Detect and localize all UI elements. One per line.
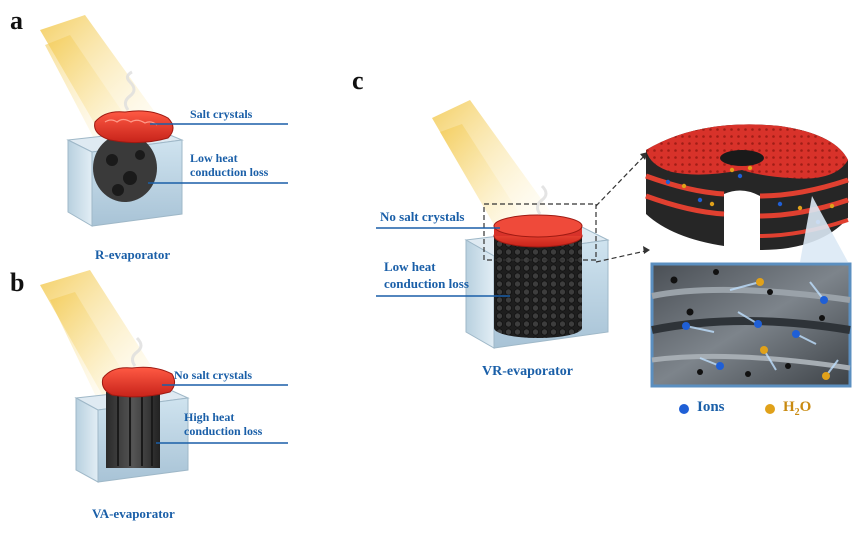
water-legend-dot — [765, 404, 775, 414]
salt-crystals-label: Salt crystals — [190, 107, 253, 121]
salt-crystals-a — [94, 110, 174, 144]
water-legend-o: O — [799, 399, 812, 415]
ions-legend-label: Ions — [697, 399, 725, 415]
panel-letter-b: b — [10, 268, 25, 297]
glass-box-c-front — [465, 239, 495, 349]
panel-b — [40, 270, 288, 483]
zoom-wedge — [800, 196, 848, 262]
core-a — [93, 134, 157, 202]
steam-a — [123, 70, 136, 111]
panel-a — [40, 15, 288, 227]
caption-r-evaporator: R-evaporator — [95, 247, 171, 262]
steam-c — [535, 184, 548, 215]
water-legend-h: H — [783, 399, 795, 415]
ion-legend-dot — [679, 404, 689, 414]
low-heat-label-c-2: conduction loss — [384, 276, 469, 291]
low-heat-label-a-2: conduction loss — [190, 165, 269, 179]
water-legend-label: H2O — [783, 399, 811, 418]
low-heat-label-a-1: Low heat — [190, 151, 238, 165]
high-heat-label-2: conduction loss — [184, 424, 263, 438]
cutaway-cylinder — [645, 124, 849, 250]
sun-beam-c2 — [440, 124, 530, 235]
caption-vr-evaporator: VR-evaporator — [482, 364, 573, 379]
panel-letter-a: a — [10, 6, 23, 35]
panel-c — [376, 100, 852, 414]
sem-panel — [650, 262, 852, 388]
no-salt-label-c: No salt crystals — [380, 209, 465, 224]
water-legend-sub: 2 — [794, 407, 800, 418]
low-heat-label-c-1: Low heat — [384, 259, 436, 274]
panel-letter-c: c — [352, 66, 364, 95]
no-salt-label-b: No salt crystals — [174, 368, 252, 382]
honeycomb-cylinder — [494, 236, 582, 328]
steam-b — [130, 336, 143, 367]
high-heat-label-1: High heat — [184, 410, 235, 424]
red-top-b — [101, 366, 176, 398]
zoom-box — [483, 203, 597, 261]
caption-va-evaporator: VA-evaporator — [92, 506, 175, 521]
glass-box-b-front — [75, 397, 99, 483]
glass-box-a-front — [67, 139, 93, 227]
